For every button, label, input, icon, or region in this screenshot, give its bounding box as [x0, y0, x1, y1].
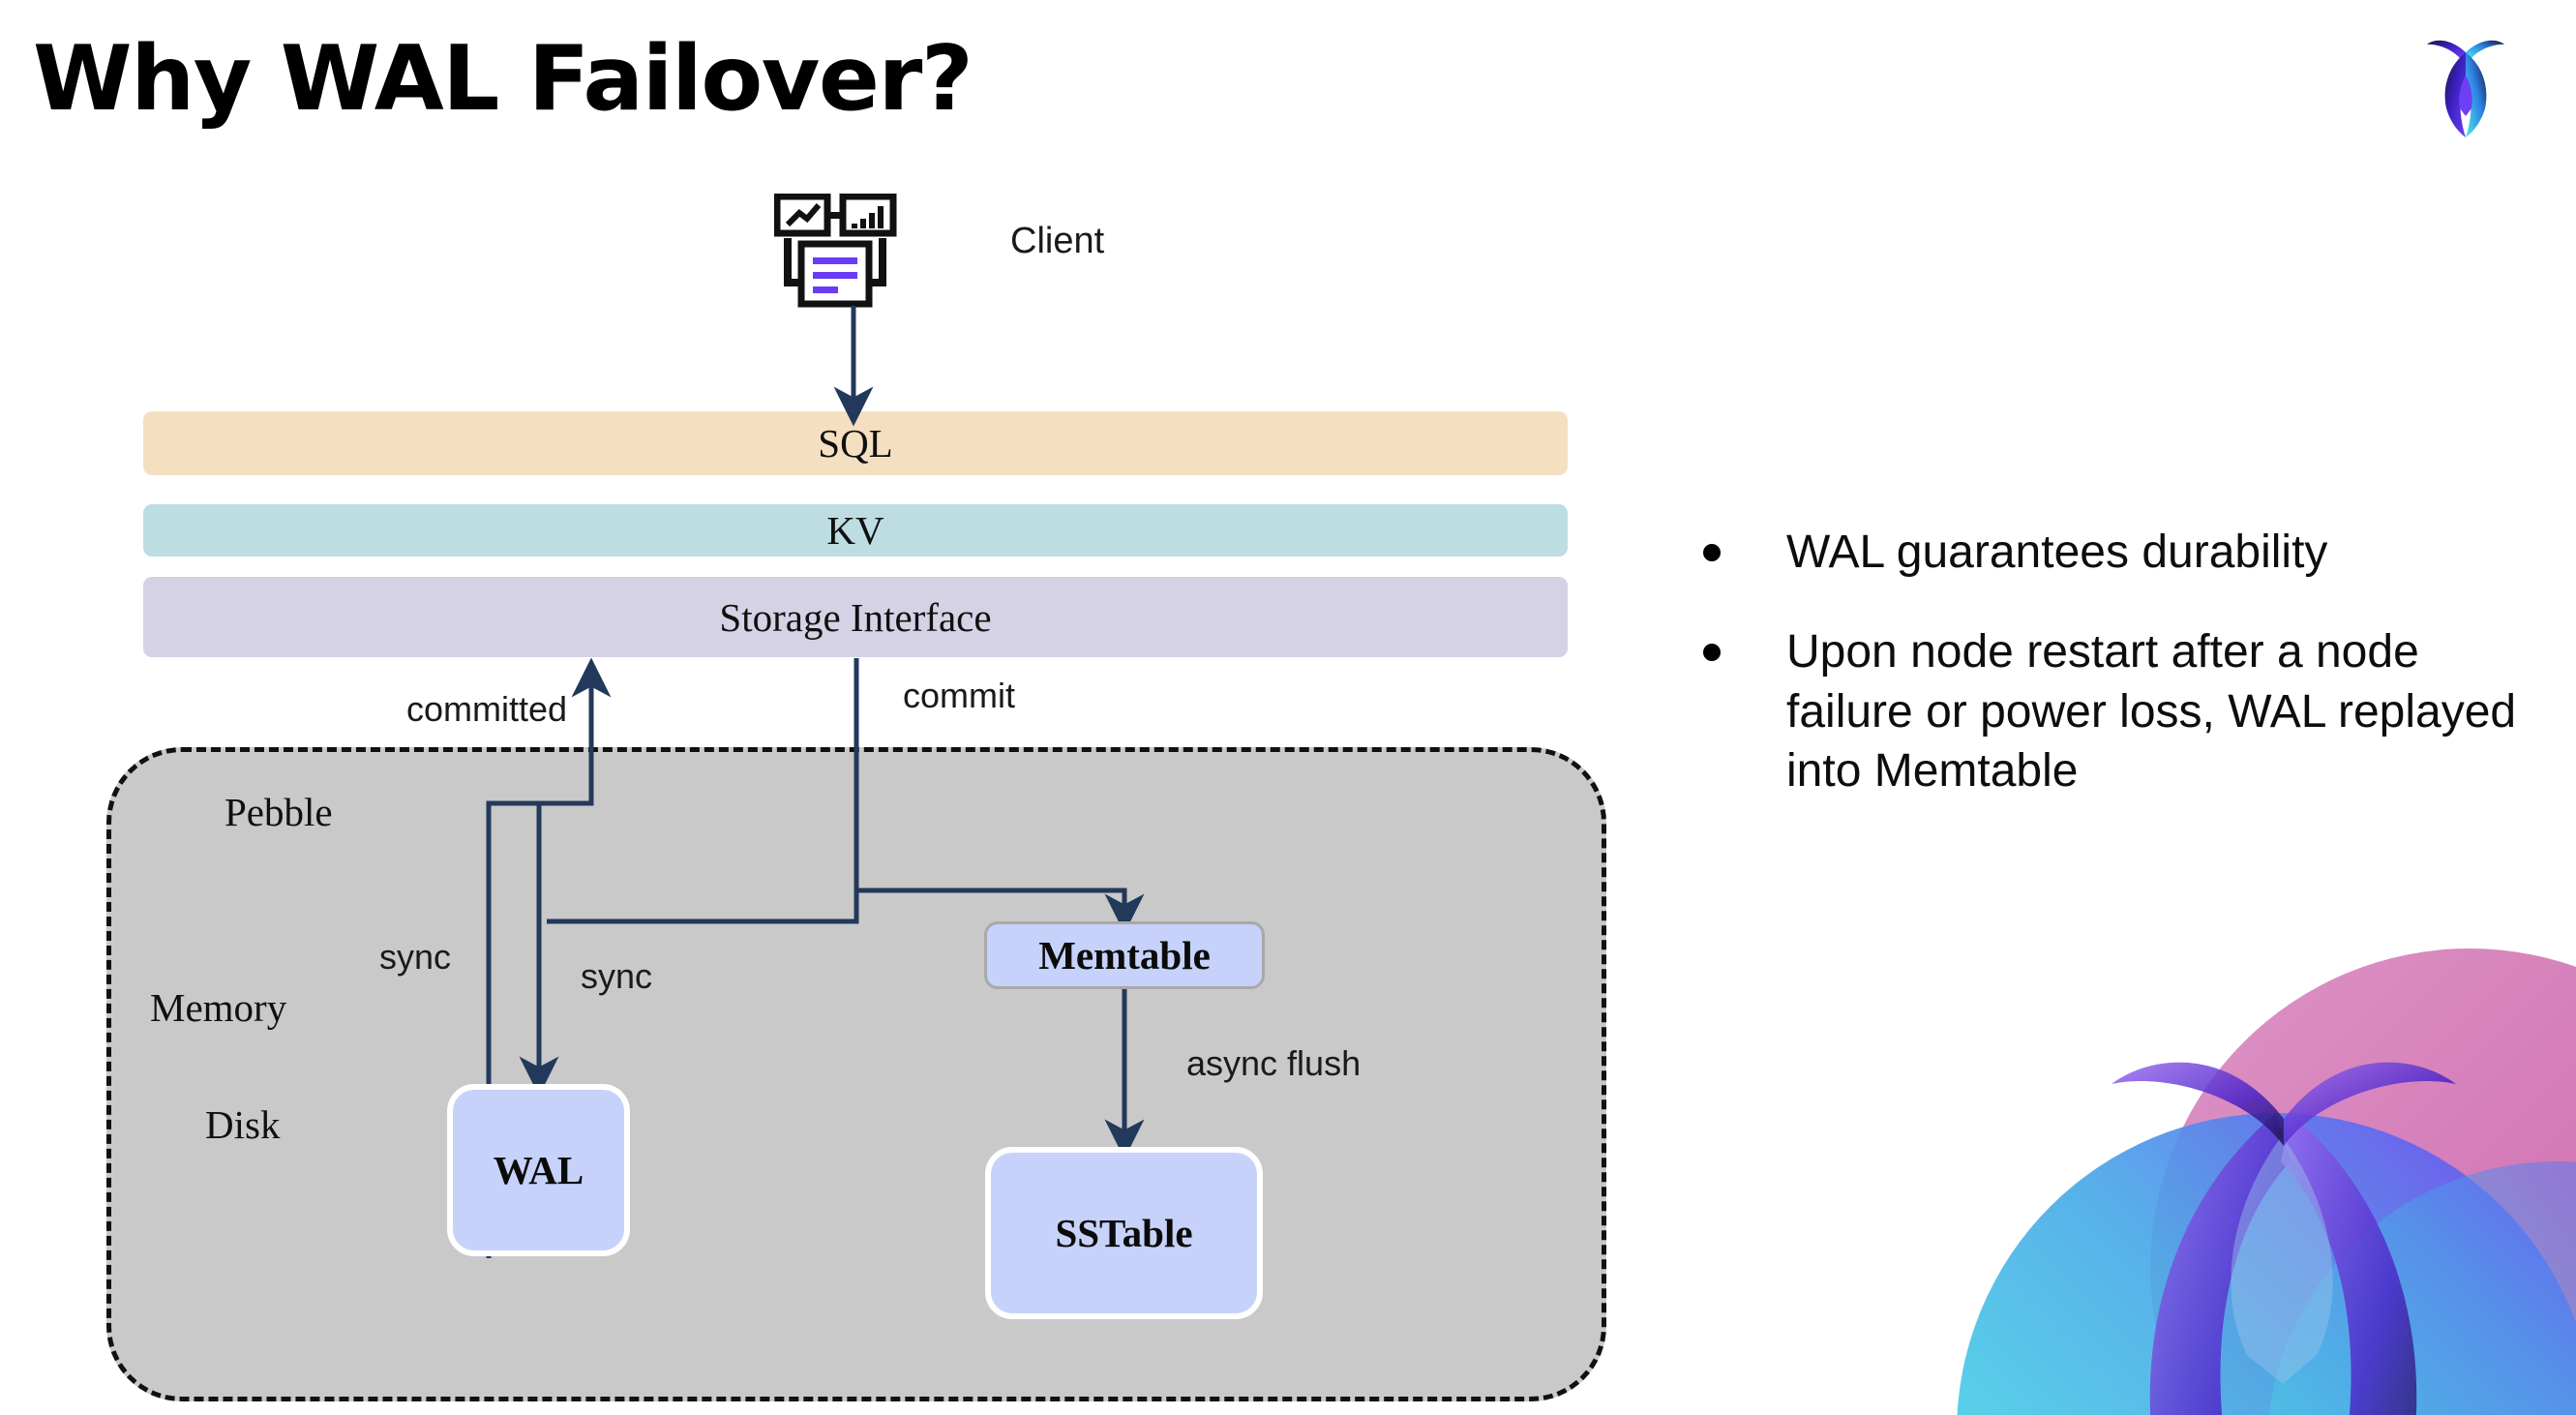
layer-label-sql: SQL — [818, 421, 893, 466]
list-item: Upon node restart after a node failure o… — [1703, 622, 2555, 800]
cockroachdb-watermark-icon — [1957, 929, 2576, 1415]
pebble-label: Pebble — [225, 790, 333, 834]
edge-label-sync-1: sync — [379, 937, 452, 977]
bullet-list: WAL guarantees durability Upon node rest… — [1703, 523, 2555, 842]
disk-label: Disk — [205, 1102, 281, 1147]
edge-label-async-flush: async flush — [1186, 1043, 1362, 1083]
list-item: WAL guarantees durability — [1703, 523, 2555, 582]
bullet-text: WAL guarantees durability — [1786, 527, 2328, 578]
node-wal[interactable]: WAL — [447, 1084, 630, 1256]
edge-label-sync-2: sync — [581, 956, 653, 996]
node-memtable[interactable]: Memtable — [984, 921, 1265, 989]
bullet-dot-icon — [1703, 644, 1721, 662]
layer-bar-kv: KV — [143, 504, 1568, 557]
client-dashboard-icon — [773, 193, 929, 315]
client-label: Client — [1010, 221, 1105, 261]
bullet-dot-icon — [1703, 544, 1721, 561]
bullet-text: Upon node restart after a node failure o… — [1786, 626, 2517, 798]
cockroachdb-logo-icon — [2417, 31, 2514, 142]
edge-label-commit: commit — [903, 676, 1015, 715]
layer-bar-sql: SQL — [143, 411, 1568, 475]
node-sstable[interactable]: SSTable — [985, 1147, 1263, 1319]
node-wal-label: WAL — [493, 1148, 584, 1192]
layer-label-kv: KV — [826, 508, 884, 553]
edge-label-committed: committed — [406, 689, 568, 729]
page-title: Why WAL Failover? — [33, 26, 973, 131]
pebble-container — [106, 747, 1606, 1401]
layer-label-storage-interface: Storage Interface — [719, 594, 992, 640]
memory-label: Memory — [150, 985, 287, 1030]
node-memtable-label: Memtable — [1038, 933, 1211, 978]
layer-bar-storage-interface: Storage Interface — [143, 577, 1568, 657]
node-sstable-label: SSTable — [1055, 1211, 1193, 1255]
